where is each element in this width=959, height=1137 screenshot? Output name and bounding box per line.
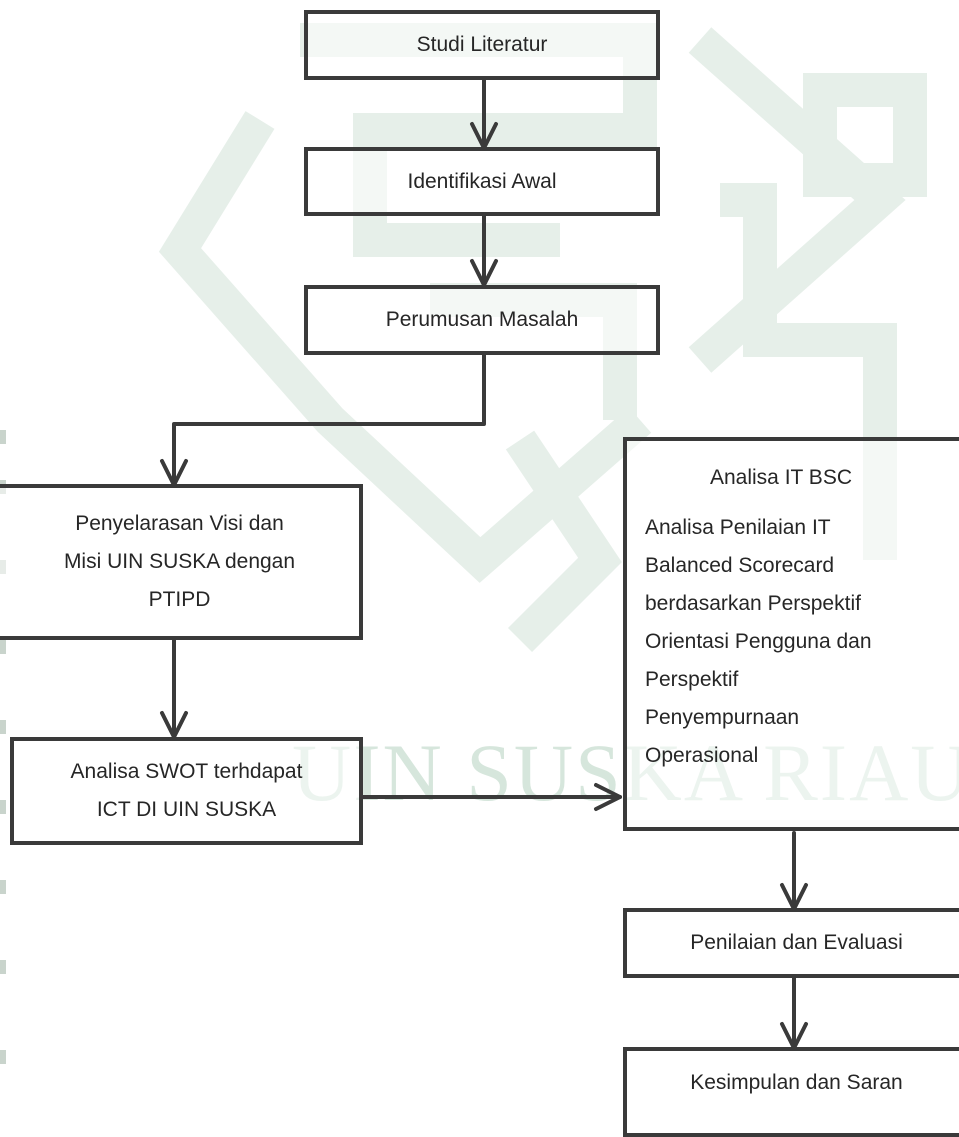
- identifikasi-awal-box: Identifikasi Awal: [304, 147, 660, 216]
- arrow-studi-to-identifikasi: [470, 76, 498, 150]
- studi-literatur-box: Studi Literatur: [304, 10, 660, 80]
- perumusan-masalah-label: Perumusan Masalah: [385, 308, 579, 331]
- bsc-line-7: Operasional: [645, 744, 759, 767]
- bsc-line-5: Perspektif: [645, 668, 739, 691]
- penyelarasan-box: Penyelarasan Visi dan Misi UIN SUSKA den…: [0, 484, 363, 640]
- arrow-penyelarasan-to-swot: [160, 636, 188, 739]
- bsc-description: Analisa Penilaian IT Balanced Scorecard …: [627, 509, 959, 775]
- penyelarasan-line-2: Misi UIN SUSKA dengan: [63, 550, 296, 573]
- arrow-bsc-to-penilaian: [780, 831, 808, 911]
- analisa-it-bsc-box: Analisa IT BSC Analisa Penilaian IT Bala…: [623, 437, 959, 831]
- penyelarasan-line-3: PTIPD: [148, 588, 211, 611]
- analisa-swot-box: Analisa SWOT terhdapat ICT DI UIN SUSKA: [10, 737, 363, 845]
- kesimpulan-saran-box: Kesimpulan dan Saran: [623, 1047, 959, 1137]
- kesimpulan-saran-label: Kesimpulan dan Saran: [690, 1071, 903, 1094]
- arrow-penilaian-to-kesimpulan: [780, 974, 808, 1050]
- bsc-line-2: Balanced Scorecard: [645, 554, 835, 577]
- penilaian-evaluasi-label: Penilaian dan Evaluasi: [690, 931, 903, 954]
- bsc-line-6: Penyempurnaan: [645, 706, 800, 729]
- arrow-perumusan-to-penyelarasan: [160, 351, 486, 487]
- perumusan-masalah-box: Perumusan Masalah: [304, 285, 660, 355]
- arrow-identifikasi-to-perumusan: [470, 212, 498, 287]
- swot-line-2: ICT DI UIN SUSKA: [96, 798, 277, 821]
- arrow-swot-to-bsc: [361, 783, 622, 811]
- bsc-line-4: Orientasi Pengguna dan: [645, 630, 872, 653]
- swot-line-1: Analisa SWOT terhdapat: [70, 760, 303, 783]
- penilaian-evaluasi-box: Penilaian dan Evaluasi: [623, 908, 959, 978]
- studi-literatur-label: Studi Literatur: [416, 33, 548, 56]
- penyelarasan-line-1: Penyelarasan Visi dan: [75, 512, 284, 535]
- identifikasi-awal-label: Identifikasi Awal: [407, 169, 557, 193]
- bsc-line-3: berdasarkan Perspektif: [645, 592, 861, 615]
- bsc-line-1: Analisa Penilaian IT: [645, 516, 831, 539]
- bsc-title: Analisa IT BSC: [709, 466, 852, 489]
